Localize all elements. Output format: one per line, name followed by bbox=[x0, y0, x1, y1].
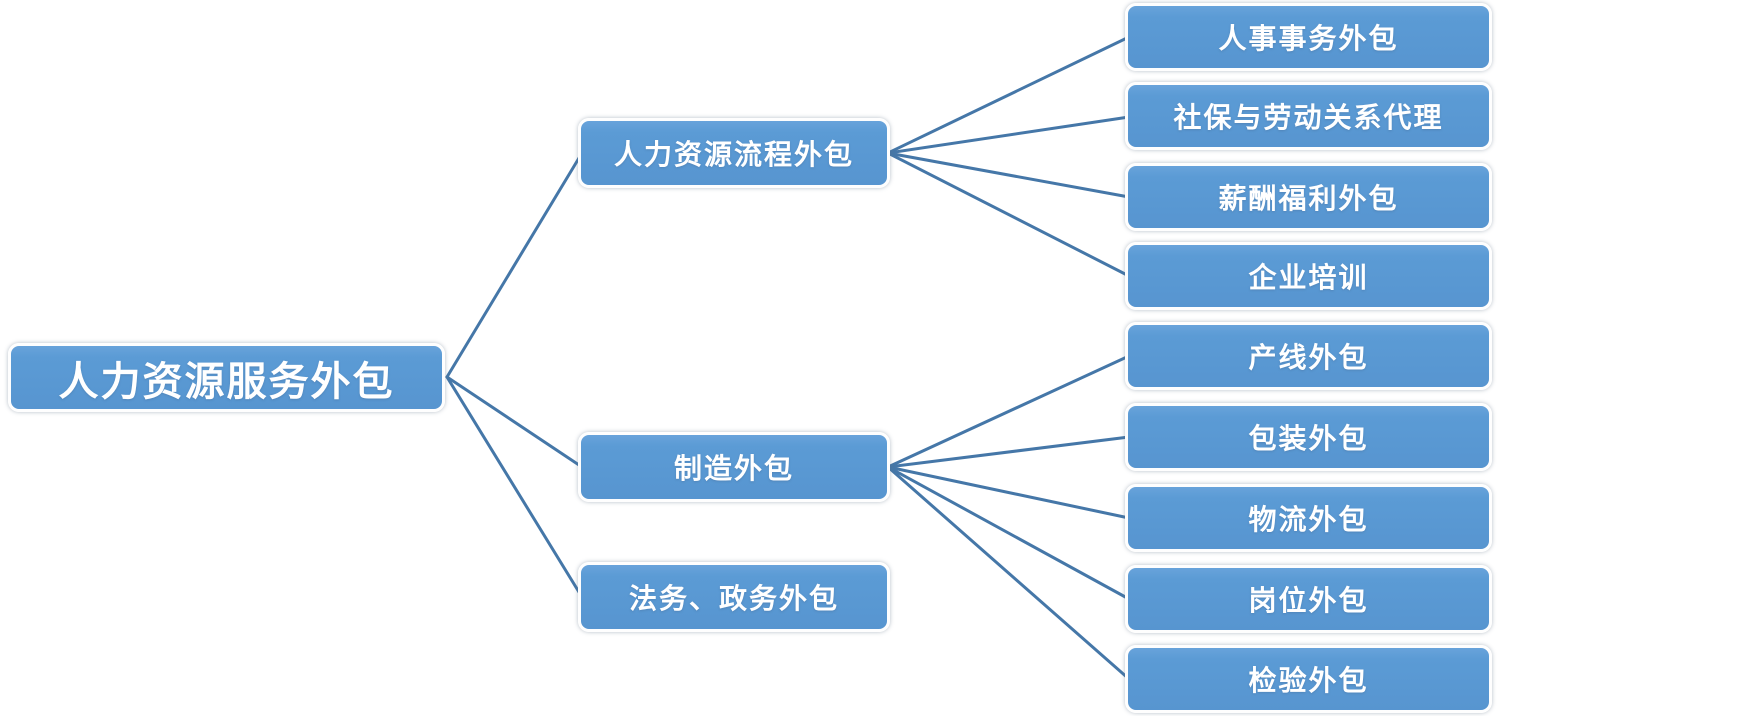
node-legal-gov-outsourcing: 法务、政务外包 bbox=[578, 562, 890, 632]
node-inspection-outsourcing: 检验外包 bbox=[1125, 645, 1492, 713]
node-production-line-outsourcing: 产线外包 bbox=[1125, 322, 1492, 390]
node-personnel-affairs-outsourcing: 人事事务外包 bbox=[1125, 3, 1492, 71]
connector-root-to-legal-gov bbox=[445, 375, 584, 599]
connector-mfg-to-packaging bbox=[886, 435, 1131, 469]
node-hr-process-outsourcing: 人力资源流程外包 bbox=[578, 118, 890, 188]
connector-hrprocess-to-training bbox=[886, 151, 1131, 278]
node-corporate-training: 企业培训 bbox=[1125, 242, 1492, 310]
connector-hrprocess-to-social bbox=[886, 115, 1131, 155]
connector-hrprocess-to-payroll bbox=[886, 151, 1131, 199]
connector-mfg-to-production-line bbox=[886, 354, 1131, 469]
node-payroll-benefits-outsourcing: 薪酬福利外包 bbox=[1125, 163, 1492, 231]
connector-mfg-to-logistics bbox=[886, 465, 1131, 520]
node-manufacturing-outsourcing: 制造外包 bbox=[578, 432, 890, 502]
node-logistics-outsourcing: 物流外包 bbox=[1125, 484, 1492, 552]
node-position-outsourcing: 岗位外包 bbox=[1125, 565, 1492, 633]
connector-root-to-hr-process bbox=[445, 151, 584, 379]
connector-mfg-to-inspection bbox=[886, 465, 1131, 681]
node-hr-service-outsourcing-root: 人力资源服务外包 bbox=[8, 343, 445, 412]
connector-root-to-manufacturing bbox=[445, 375, 584, 469]
node-social-insurance-labor-agency: 社保与劳动关系代理 bbox=[1125, 82, 1492, 150]
connector-hrprocess-to-personnel bbox=[886, 35, 1131, 155]
connector-mfg-to-position bbox=[886, 465, 1131, 601]
node-packaging-outsourcing: 包装外包 bbox=[1125, 403, 1492, 471]
